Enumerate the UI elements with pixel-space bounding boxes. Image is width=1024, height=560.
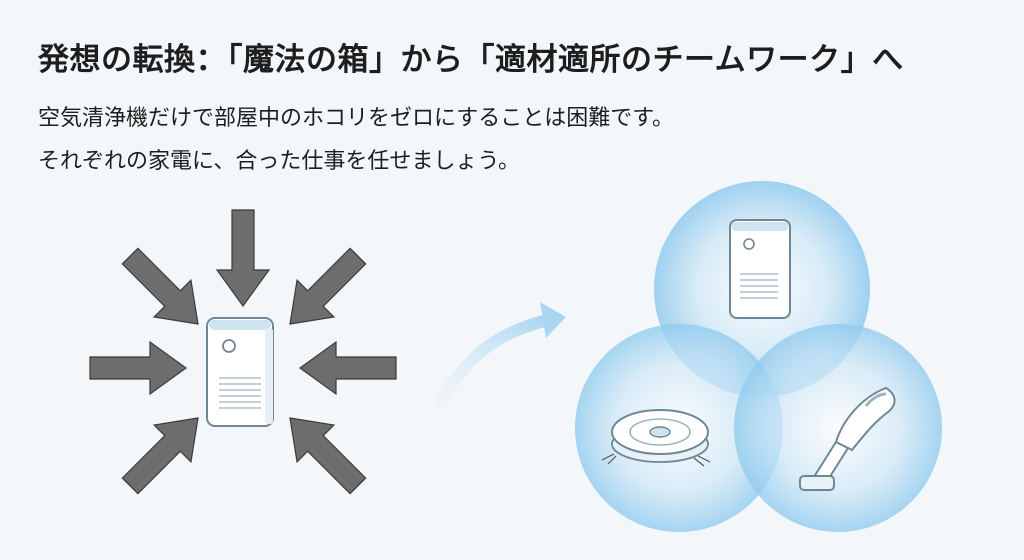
pressure-arrow-icon [299,341,397,395]
subtitle-line-1: 空気清浄機だけで部屋中のホコリをゼロにすることは困難です。 [38,106,675,131]
curved-arrow-icon [434,302,566,408]
pressure-arrow-icon [111,399,217,505]
air-purifier-icon [206,317,274,427]
air-purifier-icon [729,219,791,319]
handheld-vacuum-icon [799,386,896,491]
robot-vacuum-icon [601,409,711,467]
subtitle-line-2: それぞれの家電に、合った仕事を任せましょう。 [38,149,521,174]
pressure-arrow-icon [89,341,187,395]
pressure-arrow-icon [216,209,270,307]
pressure-arrow-icon [271,237,377,343]
pressure-arrow-icon [271,399,377,505]
page-title: 発想の転換：「魔法の箱」から「適材適所のチームワーク」へ [38,42,904,78]
pressure-arrow-icon [111,237,217,343]
